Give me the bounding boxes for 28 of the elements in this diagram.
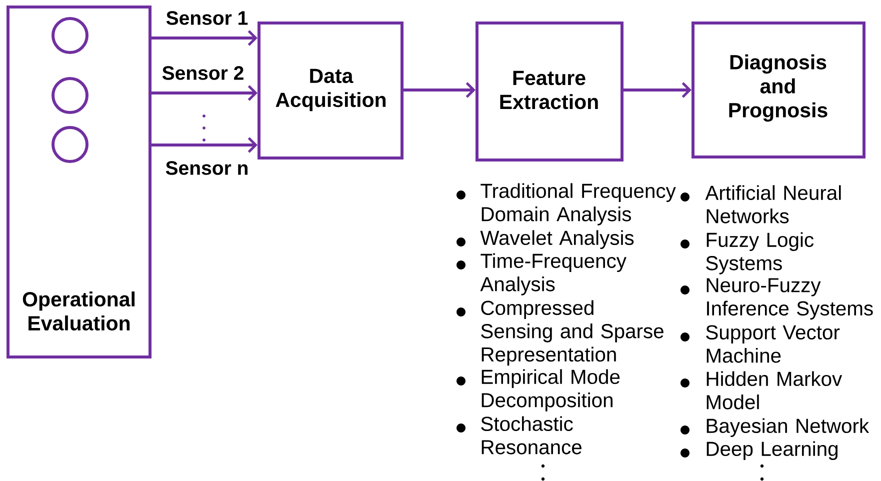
list-item: Deep Learning: [706, 441, 838, 460]
list-item: Time-Frequency Analysis: [480, 253, 626, 296]
process-box: Data Acquisition: [258, 22, 404, 160]
circle-symbol: [52, 126, 88, 163]
arrow: [404, 82, 476, 98]
edge-label: Sensor n: [164, 160, 250, 176]
process-box: Feature Extraction: [476, 22, 624, 162]
list-item: Bayesian Network: [706, 418, 870, 438]
circle-symbol: [52, 77, 88, 114]
arrow: [624, 82, 692, 98]
list-item: Traditional Frequency Domain Analysis: [480, 183, 676, 226]
list-item: Fuzzy Logic Systems: [706, 232, 814, 274]
list-item: Compressed Sensing and Sparse Representation: [481, 300, 664, 366]
list-item: Neuro-Fuzzy Inference Systems: [706, 278, 873, 320]
circle-symbol: [52, 17, 88, 54]
arrow: [152, 85, 258, 101]
edge-label: Sensor 1: [164, 10, 250, 26]
arrow: [152, 137, 258, 153]
list-item: Stochastic Resonance: [481, 416, 582, 454]
process-box: Diagnosis and Prognosis: [692, 22, 866, 158]
edge-label: Sensor 2: [160, 65, 246, 81]
process-box: Operational Evaluation: [6, 6, 152, 358]
list-item: Wavelet Analysis: [480, 230, 634, 250]
list-item: Support Vector Machine: [706, 325, 840, 363]
list-item: Empirical Mode Decomposition: [482, 369, 620, 412]
list-item: Artificial Neural Networks: [705, 185, 841, 224]
list-item: Hidden Markov Model: [706, 371, 842, 410]
arrow: [152, 30, 258, 46]
